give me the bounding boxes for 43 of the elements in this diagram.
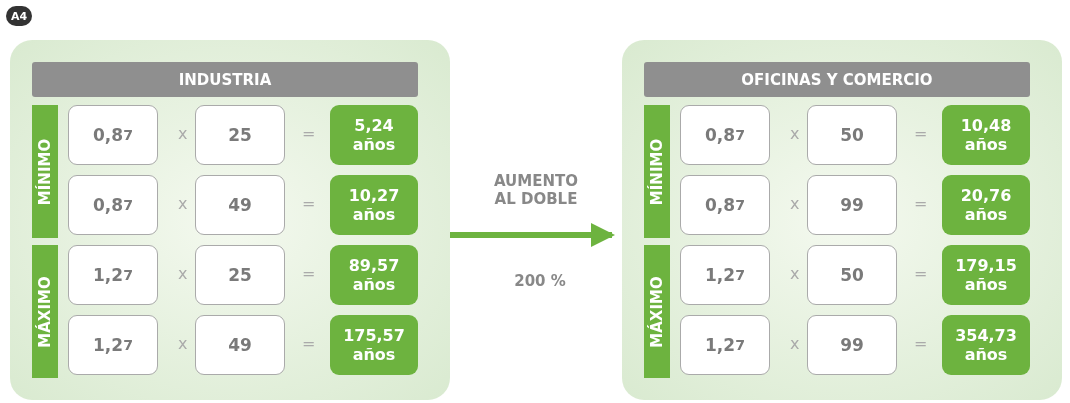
- multiply-sign: x: [790, 334, 800, 353]
- result-box: 10,48 años: [942, 105, 1030, 165]
- value-box: 49: [195, 175, 285, 235]
- percentage-text: 200 %: [513, 272, 567, 290]
- value-box: 49: [195, 315, 285, 375]
- multiply-sign: x: [790, 124, 800, 143]
- value-box: 50: [807, 105, 897, 165]
- result-box: 179,15 años: [942, 245, 1030, 305]
- equals-sign: =: [914, 334, 928, 353]
- value-box: 25: [195, 105, 285, 165]
- side-label: MÁXIMO: [32, 245, 58, 378]
- result-box: 5,24 años: [330, 105, 418, 165]
- equals-sign: =: [302, 334, 316, 353]
- arrow: [450, 223, 615, 247]
- equals-sign: =: [302, 194, 316, 213]
- result-box: 89,57 años: [330, 245, 418, 305]
- result-box: 175,57 años: [330, 315, 418, 375]
- equals-sign: =: [914, 264, 928, 283]
- multiply-sign: x: [790, 264, 800, 283]
- equals-sign: =: [302, 264, 316, 283]
- result-box: 354,73 años: [942, 315, 1030, 375]
- panel-header: OFICINAS Y COMERCIO: [644, 62, 1030, 97]
- result-box: 20,76 años: [942, 175, 1030, 235]
- multiply-sign: x: [178, 124, 188, 143]
- badge: A4: [6, 6, 32, 26]
- panel: [10, 40, 450, 400]
- panel-header: INDUSTRIA: [32, 62, 418, 97]
- multiply-sign: x: [790, 194, 800, 213]
- value-box: 50: [807, 245, 897, 305]
- equals-sign: =: [302, 124, 316, 143]
- value-box: 25: [195, 245, 285, 305]
- equals-sign: =: [914, 124, 928, 143]
- multiply-sign: x: [178, 334, 188, 353]
- side-label: MÍNIMO: [32, 105, 58, 238]
- value-box: 99: [807, 315, 897, 375]
- multiply-sign: x: [178, 194, 188, 213]
- multiply-sign: x: [178, 264, 188, 283]
- side-label: MÍNIMO: [644, 105, 670, 238]
- result-box: 10,27 años: [330, 175, 418, 235]
- equals-sign: =: [914, 194, 928, 213]
- value-box: 99: [807, 175, 897, 235]
- panel: [622, 40, 1062, 400]
- side-label: MÁXIMO: [644, 245, 670, 378]
